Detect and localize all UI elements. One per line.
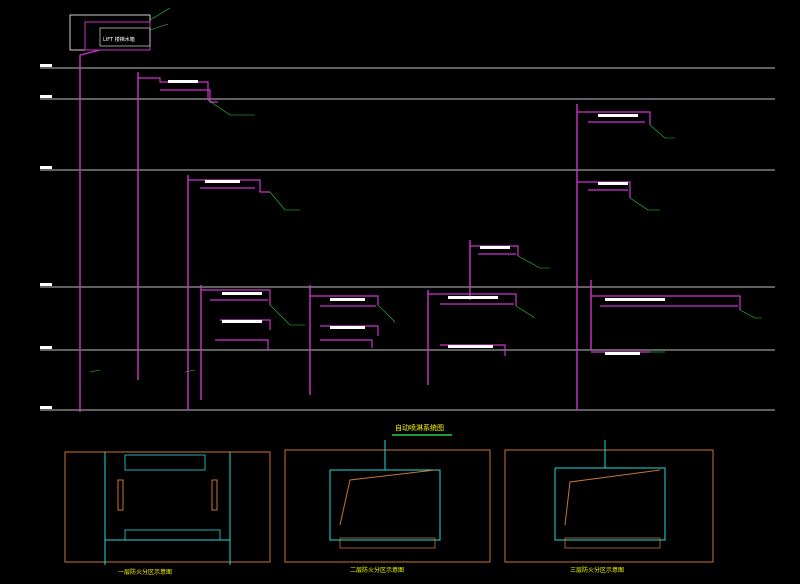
plan-floor-2 (284, 440, 491, 563)
riser-pipes (79, 49, 592, 412)
plan-2-title: 二层防火分区示意图 (350, 566, 404, 574)
plan-1-title: 一层防火分区示意图 (118, 568, 172, 576)
lift-label: LIFT 楼梯水箱 (103, 36, 135, 43)
green-leaders (89, 99, 762, 373)
plan-floor-3 (504, 440, 714, 563)
branch-pipes (138, 77, 741, 356)
plan-floor-1 (64, 451, 271, 565)
plan-3-title: 三层防火分区示意图 (570, 566, 624, 574)
level-markers (40, 64, 52, 409)
system-title: 自动喷淋系统图 (395, 423, 444, 432)
lift-tank-block: LIFT 楼梯水箱 (69, 7, 171, 51)
floor-level-lines (40, 67, 775, 411)
valve-marks (168, 80, 665, 355)
